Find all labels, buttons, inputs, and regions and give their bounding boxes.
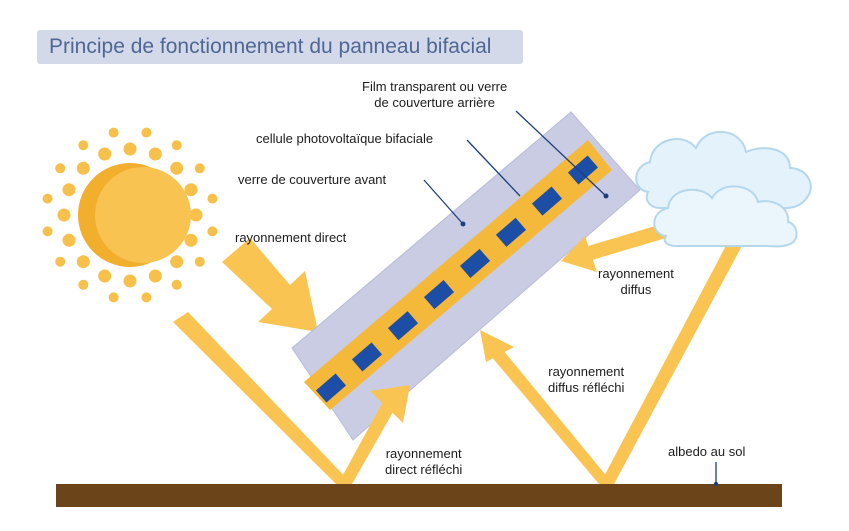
- label-diffuse: rayonnement diffus: [598, 266, 674, 297]
- sun-ray-dot: [194, 256, 205, 267]
- sun-ray-dot: [76, 161, 90, 175]
- sun-ray-dot: [108, 127, 119, 138]
- leader-albedo-dot: [713, 481, 719, 487]
- sun-ray-dot: [78, 140, 89, 151]
- sun-ray-dot: [57, 208, 71, 222]
- cloud-icon: [635, 131, 812, 248]
- label-front-glass: verre de couverture avant: [238, 172, 387, 187]
- sun-ray-dot: [123, 142, 137, 156]
- leader-film-back: [515, 110, 607, 197]
- cell-layer: [304, 140, 612, 410]
- label-direct: rayonnement direct: [235, 230, 347, 245]
- diffuse-arrowhead: [561, 236, 597, 272]
- label-diffuse-reflected: rayonnement diffus réfléchi: [548, 364, 625, 395]
- sun-ray-dot: [123, 274, 137, 288]
- sun-ray-dot: [108, 292, 119, 303]
- direct-to-ground-ray: [173, 312, 352, 484]
- leader-front-glass-dot: [460, 221, 466, 227]
- pv-cell: [567, 155, 599, 185]
- sun-ray-dot: [148, 269, 162, 283]
- pv-cell: [423, 280, 455, 310]
- ground: [56, 484, 782, 507]
- direct-ray-arrow: [222, 238, 318, 332]
- direct-reflected-ray: [338, 400, 397, 484]
- pv-cell: [495, 217, 527, 247]
- title-banner: Principe de fonctionnement du panneau bi…: [37, 30, 523, 64]
- sun-ray-dot: [148, 147, 162, 161]
- cloud-to-ground-ray: [600, 240, 743, 484]
- label-film-back: Film transparent ou verre de couverture …: [362, 79, 508, 110]
- sun-ray-dot: [42, 193, 53, 204]
- sun-ray-dot: [55, 163, 66, 174]
- label-direct-reflected: rayonnement direct réfléchi: [385, 446, 463, 477]
- sun-ray-dot: [141, 127, 152, 138]
- sun-ray-dot: [76, 255, 90, 269]
- sun-ray-dot: [171, 140, 182, 151]
- sun-ray-dot: [141, 292, 152, 303]
- pv-cell: [459, 248, 491, 278]
- leader-front-glass: [423, 179, 464, 225]
- sun-ray-dot: [55, 256, 66, 267]
- leader-lines: [423, 110, 719, 487]
- sun-ray-dot: [194, 163, 205, 174]
- sun-ray-dot: [207, 193, 218, 204]
- sun-ray-dot: [98, 147, 112, 161]
- pv-cell: [315, 373, 347, 403]
- sun-icon: [42, 127, 218, 303]
- bifacial-panel: [291, 111, 641, 441]
- pv-cell: [531, 186, 563, 216]
- pv-cell: [351, 342, 383, 372]
- sun-ray-dot: [98, 269, 112, 283]
- diffuse-ray: [588, 224, 666, 260]
- leader-bifacial-cell: [466, 139, 521, 197]
- cell-group: [315, 155, 599, 403]
- sun-ray-dot: [170, 255, 184, 269]
- label-albedo: albedo au sol: [668, 444, 746, 459]
- sun-ray-dot: [171, 279, 182, 290]
- sun-ray-dot: [62, 233, 76, 247]
- ground-reflection-rays: [173, 224, 743, 484]
- diffuse-reflected-ray: [490, 350, 613, 484]
- sun-ray-dot: [207, 226, 218, 237]
- sun-ray-dot: [184, 183, 198, 197]
- sun-ray-dot: [184, 233, 198, 247]
- diffuse-reflected-arrowhead: [480, 330, 514, 362]
- pv-cell: [387, 311, 419, 341]
- label-bifacial-cell: cellule photovoltaïque bifaciale: [256, 131, 434, 146]
- sun-ray-dot: [78, 279, 89, 290]
- sun-ray-dot: [62, 183, 76, 197]
- sun-ray-dot: [189, 208, 203, 222]
- sun-ray-dot: [42, 226, 53, 237]
- direct-reflected-arrowhead: [370, 385, 410, 423]
- leader-film-back-dot: [603, 193, 609, 199]
- page-title: Principe de fonctionnement du panneau bi…: [49, 35, 492, 58]
- sun-ray-dot: [170, 161, 184, 175]
